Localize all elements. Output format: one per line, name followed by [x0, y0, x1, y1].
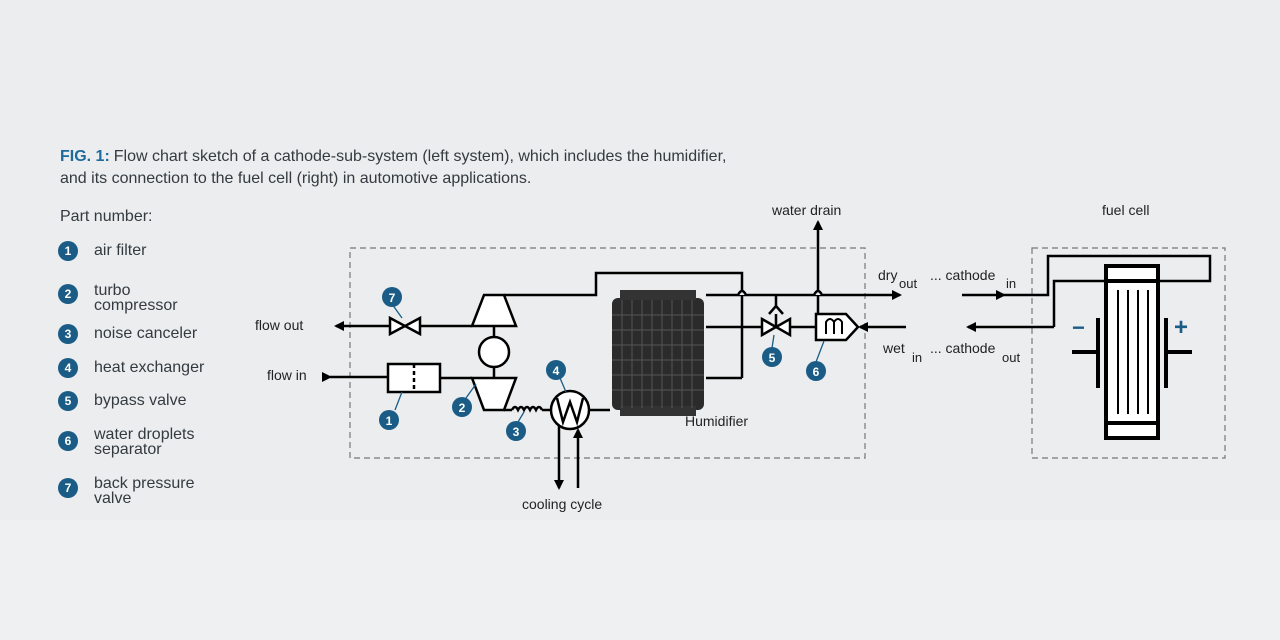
cathode-out-subscript: out — [1002, 350, 1020, 365]
dry-out-subscript: out — [899, 276, 917, 291]
flow-out-label: flow out — [255, 317, 303, 333]
figure-caption: FIG. 1:Flow chart sketch of a cathode-su… — [60, 146, 860, 190]
badge-6: 6 — [806, 361, 826, 381]
cooling-cycle-label: cooling cycle — [522, 496, 602, 512]
part-number-badge: 3 — [58, 324, 78, 344]
part-label: water droplets separator — [94, 426, 195, 458]
wet-in-subscript: in — [912, 350, 922, 365]
fuel-cell-return-line — [1052, 279, 1106, 327]
badge-1: 1 — [379, 410, 399, 430]
badge-5: 5 — [762, 347, 782, 367]
part-item-noise-canceler: 3 noise canceler — [58, 324, 244, 344]
background-bottom — [0, 520, 1280, 640]
minus-sign: − — [1072, 315, 1085, 340]
fuel-cell-boundary — [1031, 247, 1226, 459]
water-separator-glyph — [825, 318, 843, 334]
svg-text:7: 7 — [389, 291, 396, 305]
badge-4: 4 — [546, 360, 566, 380]
part-item-air-filter: 1 air filter — [58, 241, 244, 261]
part-label: bypass valve — [94, 392, 187, 409]
part-label: heat exchanger — [94, 359, 205, 376]
parts-title: Part number: — [60, 208, 153, 225]
svg-text:5: 5 — [769, 351, 776, 365]
part-number-badge: 6 — [58, 431, 78, 451]
dry-return-line — [504, 271, 744, 297]
back-pressure-valve-right — [402, 315, 422, 337]
cathode-in-subscript: in — [1006, 276, 1016, 291]
part-item-water-droplets-separator: 6 water droplets separator — [58, 426, 224, 458]
part-item-back-pressure-valve: 7 back pressure valve — [58, 475, 224, 507]
cathode-subsystem-boundary — [349, 247, 866, 459]
compressor-symbol — [470, 376, 518, 412]
leader-4 — [559, 377, 567, 393]
leader-2 — [465, 383, 477, 399]
part-item-turbo-compressor: 2 turbo compressor — [58, 282, 194, 314]
fuel-cell-stack — [1072, 264, 1192, 440]
fuel-cell-label: fuel cell — [1102, 202, 1149, 218]
water-drain-label: water drain — [771, 202, 841, 218]
water-separator-symbol — [814, 312, 860, 342]
bypass-valve-left — [760, 316, 779, 338]
caption-line-2: and its connection to the fuel cell (rig… — [60, 170, 532, 187]
flow-in-label: flow in — [267, 367, 307, 383]
leader-3 — [517, 411, 525, 423]
heat-exchanger-symbol — [549, 389, 591, 431]
svg-text:4: 4 — [553, 364, 560, 378]
background-top — [0, 0, 1280, 520]
heat-exchanger-zigzag — [555, 397, 585, 427]
part-item-bypass-valve: 5 bypass valve — [58, 391, 244, 411]
bypass-valve-right — [773, 316, 792, 338]
part-label: turbo compressor — [94, 282, 178, 314]
bypass-actuator — [768, 304, 784, 315]
humidifier-label: Humidifier — [685, 413, 748, 429]
leader-6 — [815, 340, 825, 363]
part-label: air filter — [94, 242, 147, 259]
noise-canceler-coil — [510, 405, 544, 413]
part-number-badge: 5 — [58, 391, 78, 411]
part-item-heat-exchanger: 4 heat exchanger — [58, 358, 244, 378]
cathode-out-label: ... cathode — [930, 340, 996, 356]
fuel-cell-supply-line — [1004, 254, 1212, 297]
turbine-symbol — [470, 293, 518, 328]
leader-5 — [771, 334, 775, 349]
motor-symbol — [477, 335, 511, 369]
leader-1 — [394, 391, 403, 411]
part-number-badge: 1 — [58, 241, 78, 261]
dry-label: dry — [878, 267, 897, 283]
humidifier-symbol — [612, 290, 704, 416]
crossing-bump — [736, 289, 748, 296]
wet-label: wet — [882, 340, 905, 356]
cathode-in-label: ... cathode — [930, 267, 996, 283]
badge-2: 2 — [452, 397, 472, 417]
svg-text:6: 6 — [813, 365, 820, 379]
svg-text:2: 2 — [459, 401, 466, 415]
badge-7: 7 — [382, 287, 402, 307]
svg-text:1: 1 — [386, 414, 393, 428]
part-number-badge: 4 — [58, 358, 78, 378]
part-label: back pressure valve — [94, 475, 195, 507]
caption-line-1: Flow chart sketch of a cathode-sub-syste… — [113, 148, 727, 165]
figure-label: FIG. 1: — [60, 148, 110, 165]
plus-sign: + — [1174, 314, 1188, 341]
svg-text:3: 3 — [513, 425, 520, 439]
badge-3: 3 — [506, 421, 526, 441]
part-number-badge: 2 — [58, 284, 78, 304]
crossing-bump-2 — [812, 289, 824, 296]
part-label: noise canceler — [94, 325, 198, 342]
part-number-badge: 7 — [58, 478, 78, 498]
back-pressure-valve-left — [388, 315, 408, 337]
